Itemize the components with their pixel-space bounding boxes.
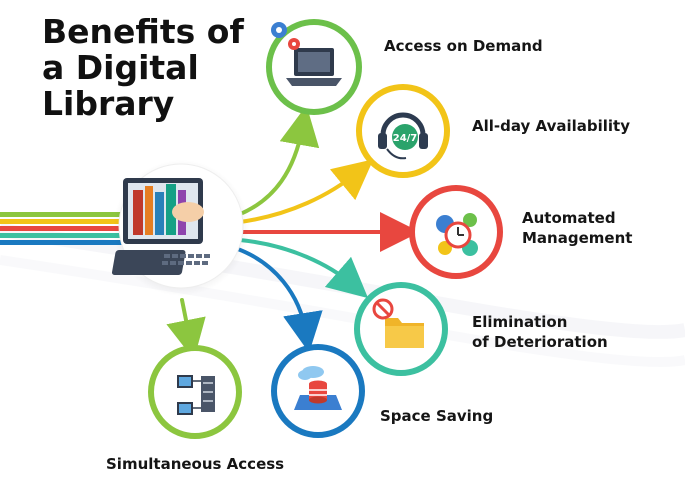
label-automated-line-2: Management: [522, 229, 633, 247]
page-title: Benefits of a Digital Library: [42, 14, 244, 122]
label-all-day-availability: All-day Availability: [472, 117, 631, 135]
network-servers-icon: [177, 375, 215, 415]
node-elimination-of-deterioration: [354, 282, 448, 376]
svg-text:24/7: 24/7: [393, 133, 418, 144]
title-line-2: a Digital: [42, 48, 199, 87]
label-simultaneous-access: Simultaneous Access: [106, 455, 285, 473]
laptop-gears-icon: [271, 22, 342, 86]
arrow-access-on-demand: [236, 105, 320, 217]
label-elimination-of-deterioration: Elimination of Deterioration: [472, 312, 608, 352]
label-automated-line-1: Automated: [522, 209, 616, 227]
node-automated-management: [409, 185, 503, 279]
node-space-saving: [271, 344, 365, 438]
cloud-database-icon: [294, 366, 342, 410]
title-line-3: Library: [42, 84, 175, 123]
computer-books-icon: [111, 178, 210, 275]
arrow-elimination: [238, 238, 369, 299]
connector-arrows: [166, 105, 420, 360]
label-automated-management: Automated Management: [522, 208, 632, 248]
input-stripes: [0, 212, 130, 245]
label-space-saving: Space Saving: [380, 407, 494, 425]
label-elimination-line-1: Elimination: [472, 313, 568, 331]
clock-gears-icon: [436, 213, 478, 256]
node-simultaneous-access: [148, 345, 242, 439]
arrow-simultaneous: [166, 298, 206, 360]
hub-node: [111, 160, 249, 296]
label-access-on-demand: Access on Demand: [384, 37, 543, 55]
folder-no-icon: [372, 298, 424, 348]
node-all-day-availability: 24/7: [356, 84, 450, 178]
node-access-on-demand: [266, 19, 362, 115]
title-line-1: Benefits of: [42, 12, 244, 51]
headset-24-7-icon: 24/7: [378, 112, 428, 160]
arrow-space-saving: [233, 246, 323, 353]
arrow-all-day: [238, 159, 374, 224]
label-elimination-line-2: of Deterioration: [472, 333, 608, 351]
